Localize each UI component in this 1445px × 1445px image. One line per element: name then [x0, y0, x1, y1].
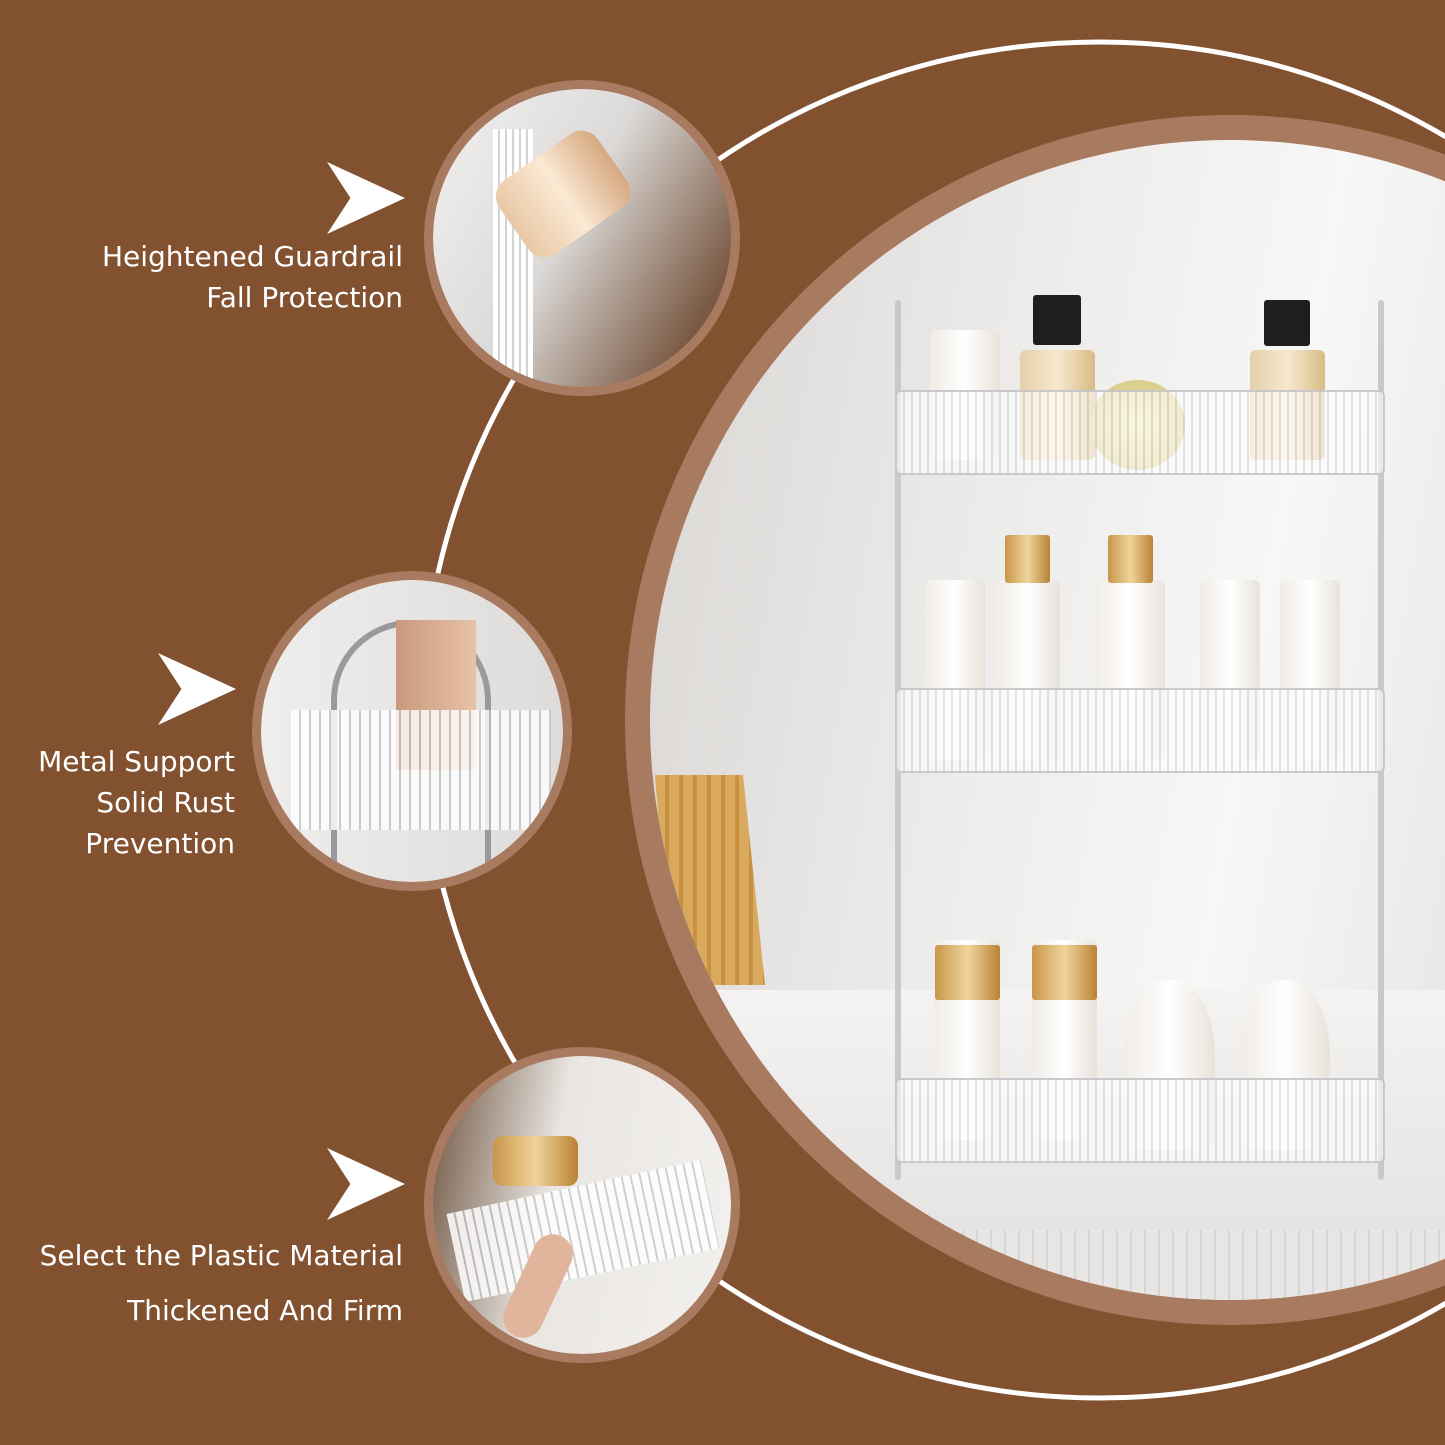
feature-line: Thickened And Firm	[127, 1294, 403, 1327]
detail-photo-metal-support	[261, 580, 563, 882]
shelf-edge	[446, 1159, 720, 1303]
basket	[291, 710, 551, 830]
feature-line: Prevention	[85, 827, 235, 860]
feature-label-metal: Metal Support Solid Rust Prevention	[38, 741, 235, 864]
feature-line: Heightened Guardrail	[101, 240, 403, 273]
feature-line: Solid Rust	[96, 786, 235, 819]
jar	[493, 1136, 578, 1186]
feature-label-guardrail: Heightened Guardrail Fall Protection	[102, 236, 403, 318]
bottle-cap	[1033, 295, 1081, 345]
bottle-cap	[1005, 535, 1050, 583]
bottle-cap	[935, 945, 1000, 1000]
feature-line: Select the Plastic Material	[39, 1239, 403, 1272]
bottle-cap	[1108, 535, 1153, 583]
feature-line: Metal Support	[38, 745, 235, 778]
detail-photo-guardrail	[433, 89, 731, 387]
feature-line: Fall Protection	[206, 281, 403, 314]
shelf-bottom	[895, 1078, 1385, 1163]
shelf-top	[895, 390, 1385, 475]
bottle-cap	[1032, 945, 1097, 1000]
bottle-cap	[1264, 300, 1310, 346]
detail-photo-plastic	[433, 1056, 731, 1354]
feature-label-plastic: Select the Plastic Material Thickened An…	[40, 1228, 403, 1338]
shelf-middle	[895, 688, 1385, 773]
